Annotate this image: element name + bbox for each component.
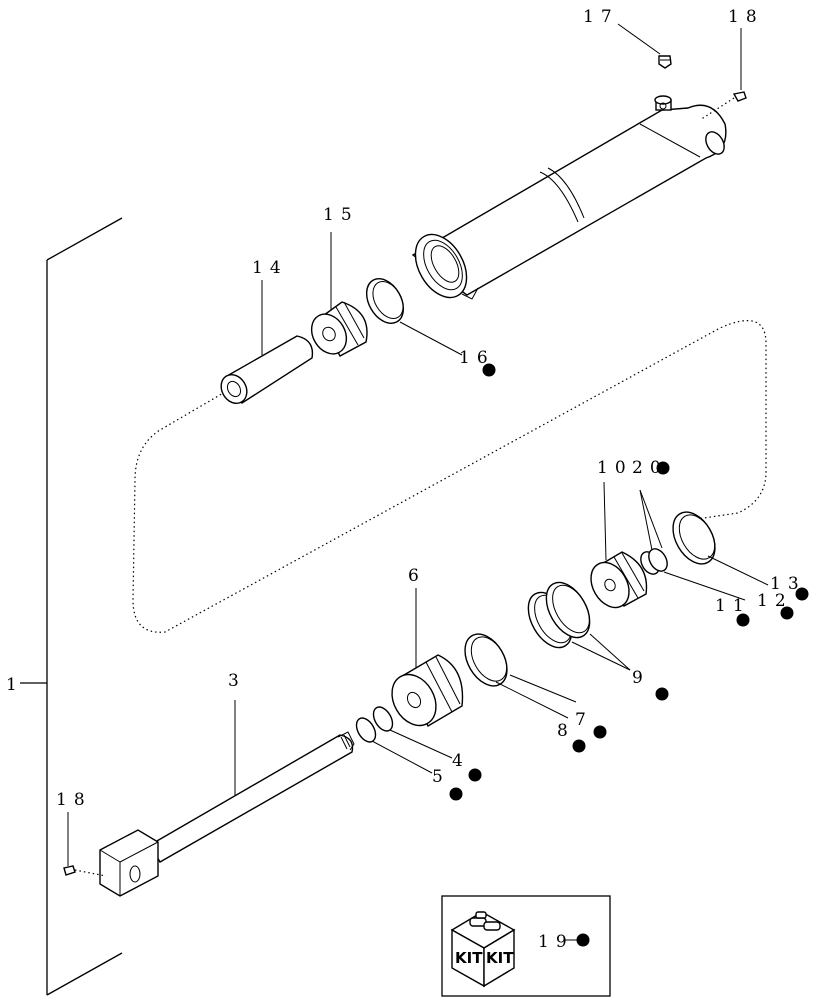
callout-11: 11 <box>715 596 751 616</box>
grease-fitting-17 <box>617 23 672 69</box>
callout-5: 5 <box>432 767 450 787</box>
ring-13 <box>672 511 769 586</box>
callout-12: 12 <box>757 591 793 611</box>
callout-10: 10 <box>597 458 633 478</box>
spacer-tube-14 <box>220 280 314 405</box>
callout-18-top: 18 <box>728 7 764 27</box>
piston-10 <box>590 481 648 609</box>
cylinder-barrel <box>411 95 727 300</box>
callout-17: 17 <box>583 7 619 27</box>
exploded-group-outline <box>132 320 767 633</box>
callout-15: 15 <box>323 205 359 225</box>
callout-4: 4 <box>452 751 470 771</box>
callout-18-bottom: 18 <box>56 790 92 810</box>
callout-19: 19 <box>538 932 574 952</box>
piston-head-15 <box>310 232 368 357</box>
kit-bullets <box>449 363 809 947</box>
callout-16: 16 <box>459 348 495 368</box>
callout-7: 7 <box>575 710 593 730</box>
wear-ring-16 <box>365 278 463 356</box>
seal-rings-9 <box>527 581 631 671</box>
callout-20: 20 <box>632 458 668 478</box>
callout-9: 9 <box>632 668 650 688</box>
ring-7-8 <box>464 633 577 719</box>
callout-8: 8 <box>557 721 575 741</box>
callout-6: 6 <box>408 566 426 586</box>
assembly-bracket <box>20 217 123 996</box>
gland-6 <box>391 588 464 727</box>
kit-box: KIT KIT <box>441 895 611 997</box>
callout-13: 13 <box>770 574 806 594</box>
callout-1: 1 <box>6 675 24 695</box>
callout-14: 14 <box>252 258 288 278</box>
grease-fitting-18-top <box>699 28 747 121</box>
kit-label-right: KIT <box>486 949 514 967</box>
small-rings-11-20 <box>639 489 746 601</box>
grease-fitting-18-bottom <box>63 812 107 877</box>
kit-label-left: KIT <box>455 949 483 967</box>
piston-rod-3 <box>99 700 355 897</box>
small-rings-4-5 <box>355 706 453 774</box>
callout-3: 3 <box>228 671 246 691</box>
